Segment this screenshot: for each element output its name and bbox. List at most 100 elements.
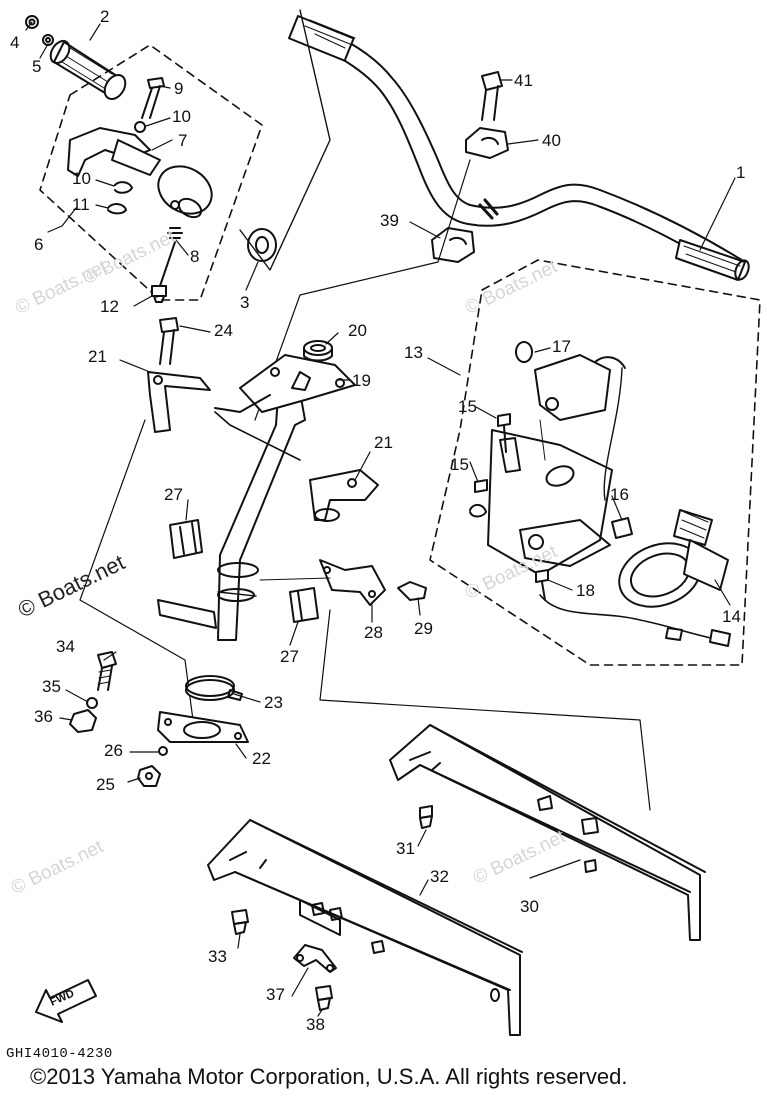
callout-10a: 10 bbox=[172, 107, 191, 126]
callout-17: 17 bbox=[552, 337, 571, 356]
callout-33: 33 bbox=[208, 947, 227, 966]
clamp-part-28 bbox=[319, 559, 386, 606]
switch-wiring bbox=[539, 594, 721, 641]
callout-28: 28 bbox=[364, 623, 383, 642]
column-bracket-part-21a bbox=[147, 371, 211, 433]
bolt-part-38 bbox=[315, 985, 333, 1011]
bolt-part-9 bbox=[141, 77, 165, 119]
callout-15b: 15 bbox=[450, 455, 469, 474]
column-leader bbox=[79, 419, 196, 736]
callout-32: 32 bbox=[430, 867, 449, 886]
screw-part-31 bbox=[419, 805, 433, 829]
nut-part-4 bbox=[25, 15, 39, 29]
callout-36: 36 bbox=[34, 707, 53, 726]
callout-37: 37 bbox=[266, 985, 285, 1004]
switch-leader bbox=[539, 419, 546, 461]
leader-lines bbox=[25, 21, 736, 1017]
spring-part-8 bbox=[159, 227, 183, 287]
spacer-part-27b bbox=[289, 587, 319, 623]
lower-clamp-part-39 bbox=[431, 227, 475, 263]
callout-31: 31 bbox=[396, 839, 415, 858]
callout-2: 2 bbox=[100, 7, 109, 26]
lever-housing bbox=[157, 165, 213, 219]
callout-22: 22 bbox=[252, 749, 271, 768]
lever-cable-line bbox=[239, 9, 331, 271]
callout-24: 24 bbox=[214, 321, 233, 340]
copyright-notice: ©2013 Yamaha Motor Corporation, U.S.A. A… bbox=[30, 1064, 628, 1089]
bolt-part-16 bbox=[611, 517, 633, 539]
upper-clamp-part-40 bbox=[465, 127, 509, 159]
callout-3: 3 bbox=[240, 293, 249, 312]
bushing-part-20 bbox=[303, 340, 333, 362]
column-leader-b bbox=[319, 609, 651, 811]
clamp-ring-part-23 bbox=[185, 675, 243, 701]
callout-9: 9 bbox=[174, 79, 183, 98]
callout-8: 8 bbox=[190, 247, 199, 266]
column-arm bbox=[214, 411, 301, 461]
steering-plate-part-19 bbox=[214, 354, 356, 413]
bracket-part-32 bbox=[207, 819, 523, 1036]
column-bracket-part-21b bbox=[309, 469, 379, 522]
callout-12: 12 bbox=[100, 297, 119, 316]
callout-15a: 15 bbox=[458, 397, 477, 416]
circlip-part-10b bbox=[114, 181, 133, 194]
fwd-arrow-icon: FWD bbox=[35, 979, 97, 1023]
callout-41: 41 bbox=[514, 71, 533, 90]
callout-23: 23 bbox=[264, 693, 283, 712]
callout-21a: 21 bbox=[88, 347, 107, 366]
bracket-arm bbox=[157, 599, 217, 629]
handlebar-part-1 bbox=[288, 14, 750, 281]
collar-part-3 bbox=[247, 228, 277, 262]
nut-part-36 bbox=[69, 709, 97, 733]
bolt-part-29 bbox=[397, 581, 427, 601]
callout-25: 25 bbox=[96, 775, 115, 794]
callout-26: 26 bbox=[104, 741, 123, 760]
callout-27b: 27 bbox=[280, 647, 299, 666]
callout-16: 16 bbox=[610, 485, 629, 504]
throttle-group-box-6 bbox=[39, 44, 263, 301]
spacer-part-27a bbox=[169, 519, 203, 559]
callout-numbers: 1 2 3 4 5 6 7 8 9 10 10 11 12 13 14 15 1… bbox=[10, 7, 745, 1034]
washer-part-35 bbox=[86, 697, 98, 709]
nut-part-25 bbox=[137, 765, 161, 787]
callout-4: 4 bbox=[10, 33, 19, 52]
gasket-part-22 bbox=[157, 711, 249, 743]
screw-part-15b bbox=[469, 479, 488, 518]
callout-35: 35 bbox=[42, 677, 61, 696]
callout-10b: 10 bbox=[72, 169, 91, 188]
callout-21b: 21 bbox=[374, 433, 393, 452]
callout-30: 30 bbox=[520, 897, 539, 916]
callout-14: 14 bbox=[722, 607, 741, 626]
washer-part-10a bbox=[134, 121, 146, 133]
callout-5: 5 bbox=[32, 57, 41, 76]
bolt-part-24 bbox=[159, 317, 179, 365]
callout-29: 29 bbox=[414, 619, 433, 638]
callout-13: 13 bbox=[404, 343, 423, 362]
diagram-code: GHI4010-4230 bbox=[6, 1046, 113, 1062]
switch-wiring-b bbox=[603, 367, 623, 501]
callout-38: 38 bbox=[306, 1015, 325, 1034]
callout-40: 40 bbox=[542, 131, 561, 150]
clamp-leader-b bbox=[259, 577, 331, 581]
bracket-part-30 bbox=[389, 724, 706, 941]
bolt-part-33 bbox=[231, 909, 249, 935]
clamp-leader bbox=[254, 159, 471, 421]
switch-body bbox=[487, 429, 613, 576]
callout-19: 19 bbox=[352, 371, 371, 390]
bolt-part-12 bbox=[151, 285, 167, 303]
clip-part-37 bbox=[293, 944, 337, 973]
bolt-part-41 bbox=[481, 71, 503, 121]
callout-34: 34 bbox=[56, 637, 75, 656]
callout-27a: 27 bbox=[164, 485, 183, 504]
screw-part-18 bbox=[535, 569, 549, 601]
switch-housing-part-17 bbox=[515, 341, 626, 421]
switch-group-box-13 bbox=[429, 259, 761, 666]
bolt-part-34 bbox=[97, 651, 117, 691]
callout-18: 18 bbox=[576, 581, 595, 600]
callout-1: 1 bbox=[736, 163, 745, 182]
connector bbox=[709, 629, 731, 647]
callout-6: 6 bbox=[34, 235, 43, 254]
callout-7: 7 bbox=[178, 131, 187, 150]
